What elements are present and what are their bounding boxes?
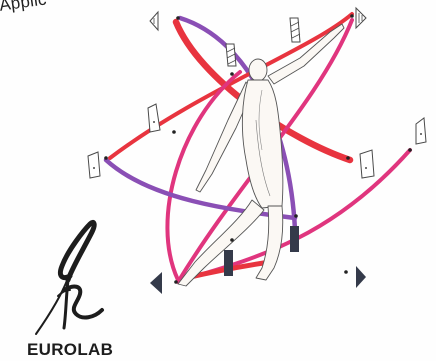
figure-right-leg	[256, 206, 283, 280]
endpoint-dot	[346, 156, 350, 160]
marker-box-left-mid	[148, 104, 160, 132]
marker-triangle-left-top	[150, 12, 158, 30]
figure-head	[249, 59, 267, 81]
endpoint-dot	[344, 270, 348, 274]
figure-left-leg	[178, 200, 264, 286]
eurolab-logo-text: EUROLAB	[27, 340, 113, 360]
marker-hatched-bar-top-right	[290, 18, 300, 42]
eurolab-logo-mark	[18, 218, 118, 338]
marker-box-right-mid	[360, 150, 374, 178]
endpoint-dot	[104, 156, 108, 160]
marker-box-far-left	[88, 152, 100, 178]
figure-torso	[242, 80, 282, 208]
endpoint-dot	[172, 130, 176, 134]
endpoint-dot	[176, 16, 180, 20]
marker-dark-bar-center	[224, 250, 233, 276]
figure-right-arm	[268, 24, 344, 84]
marker-triangle-dark-right	[356, 266, 366, 288]
marker-box-far-right	[416, 118, 426, 144]
marker-triangle-right-top	[356, 8, 366, 28]
marker-triangle-dark-left	[150, 272, 162, 294]
endpoint-dot	[350, 14, 354, 18]
endpoint-dot	[230, 238, 234, 242]
endpoint-dot	[294, 214, 298, 218]
marker-dark-bar-right	[290, 226, 299, 252]
endpoint-dot	[408, 148, 412, 152]
marker-hatched-bar-top-center	[226, 44, 236, 66]
endpoint-dot	[174, 280, 178, 284]
endpoint-dot	[230, 72, 234, 76]
